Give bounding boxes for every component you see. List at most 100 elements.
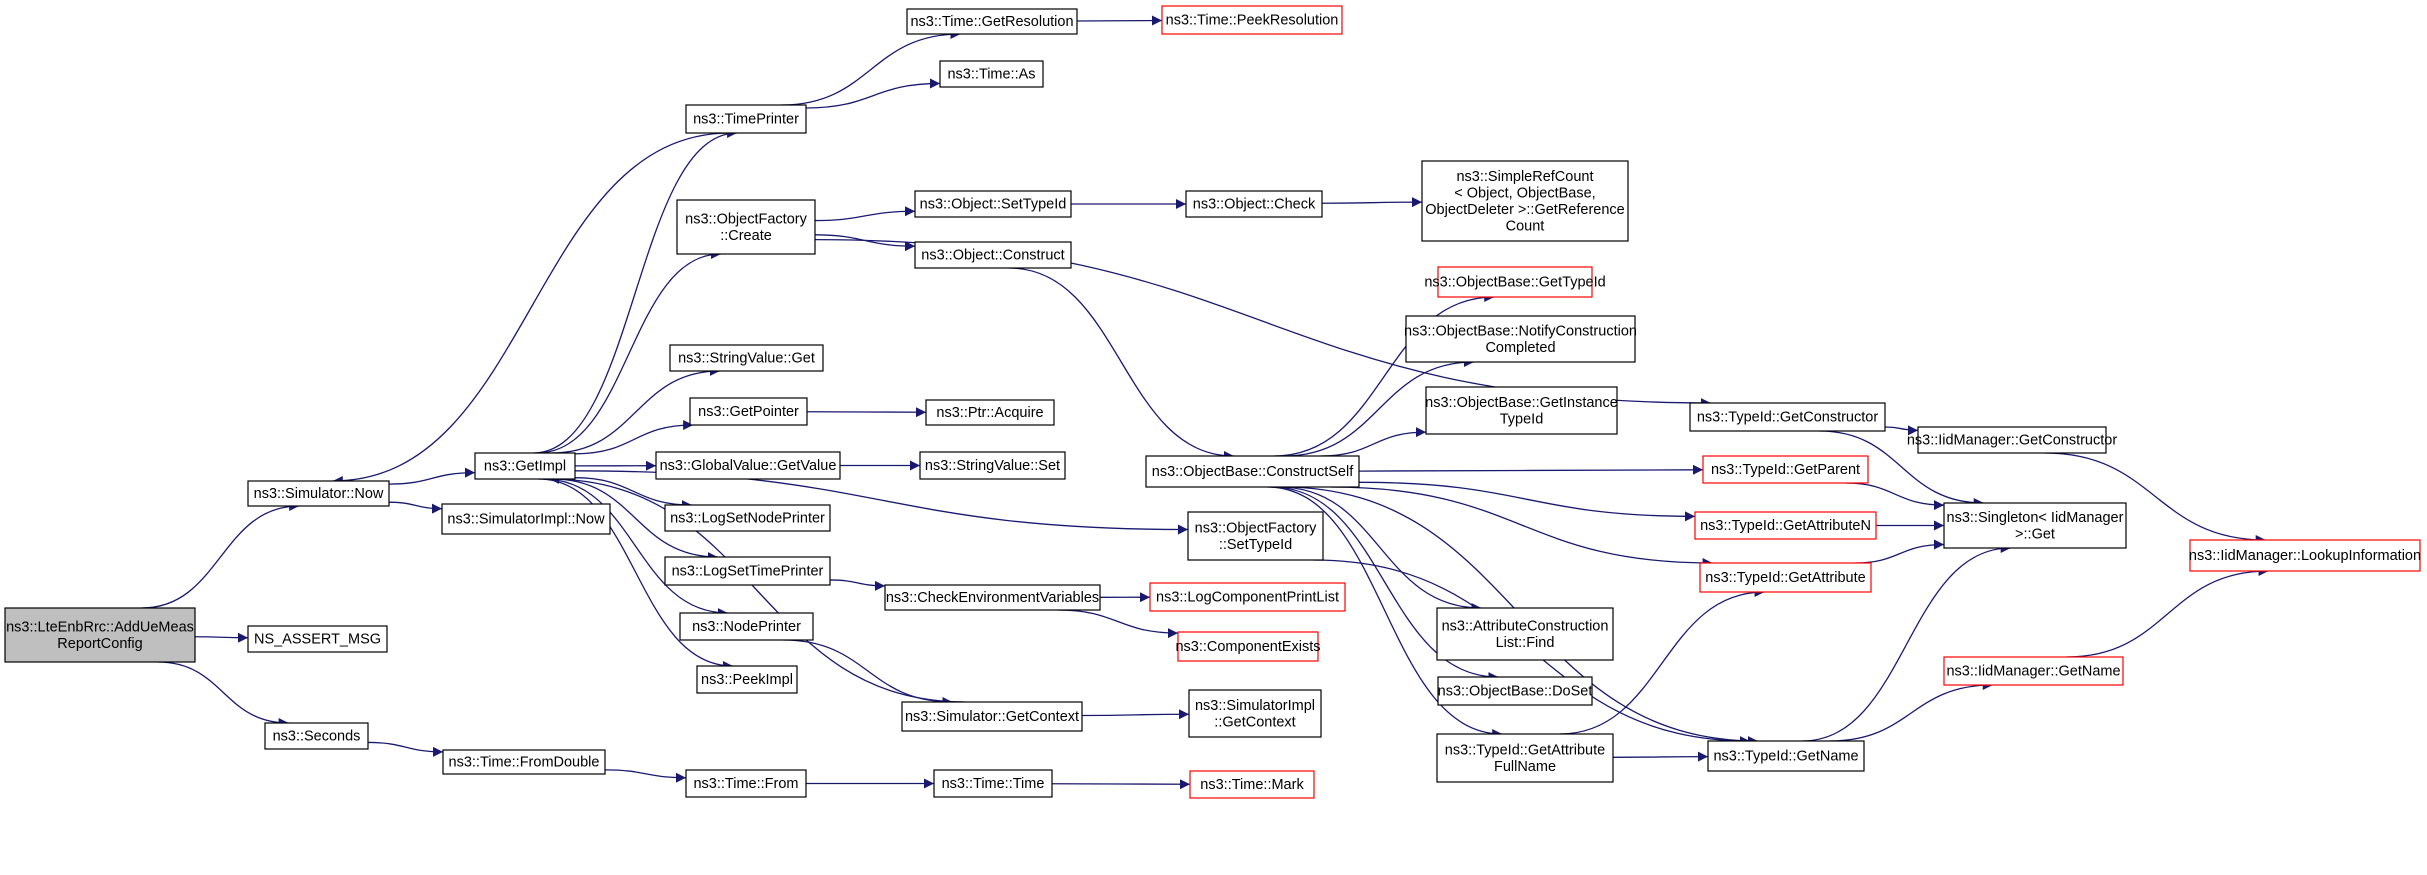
- node-logcomponentprintlist[interactable]: ns3::LogComponentPrintList: [1149, 582, 1346, 612]
- node-objectbase_doset[interactable]: ns3::ObjectBase::DoSet: [1437, 676, 1593, 706]
- node-label-line: ns3::SimulatorImpl: [1195, 698, 1315, 714]
- node-label-line: ns3::StringValue::Set: [925, 458, 1060, 474]
- node-box: [689, 397, 808, 426]
- node-checkenv[interactable]: ns3::CheckEnvironmentVariables: [884, 584, 1101, 611]
- node-label-line: ns3::Simulator::GetContext: [905, 709, 1079, 725]
- node-typeid_getattributen[interactable]: ns3::TypeId::GetAttributeN: [1694, 511, 1877, 540]
- node-objectbase_constructself[interactable]: ns3::ObjectBase::ConstructSelf: [1145, 455, 1360, 488]
- call-edge-iidmanager_getconstructor-to-iidmanager_lookup: [2044, 452, 2266, 545]
- node-getimpl[interactable]: ns3::GetImpl: [474, 452, 576, 480]
- node-stringvalue_get[interactable]: ns3::StringValue::Get: [669, 344, 824, 372]
- node-box: [1189, 770, 1315, 799]
- node-label-line: Completed: [1485, 340, 1555, 356]
- call-edge-typeid_getattributefullname-to-typeid_getattribute: [1559, 587, 1765, 735]
- node-iidmanager_getname[interactable]: ns3::IidManager::GetName: [1943, 656, 2124, 686]
- node-box: [664, 556, 831, 586]
- node-objectbase_gettypeid[interactable]: ns3::ObjectBase::GetTypeId: [1424, 266, 1606, 298]
- node-iidmanager_getconstructor[interactable]: ns3::IidManager::GetConstructor: [1907, 426, 2118, 454]
- node-simimpl_getcontext[interactable]: ns3::SimulatorImpl::GetContext: [1188, 689, 1322, 738]
- node-label-line: ns3::ObjectBase::ConstructSelf: [1152, 464, 1354, 480]
- call-edge-objectbase_constructself-to-objectbase_getinstance: [1320, 427, 1427, 457]
- node-box: [1689, 402, 1886, 432]
- node-logsetnodeprinter[interactable]: ns3::LogSetNodePrinter: [664, 504, 831, 532]
- node-iidmanager_lookup[interactable]: ns3::IidManager::LookupInformation: [2189, 539, 2421, 572]
- node-typeid_getattribute[interactable]: ns3::TypeId::GetAttribute: [1699, 562, 1872, 593]
- call-edge-typeid_getconstructor-to-iidmanager_getconstructor: [1884, 425, 1919, 436]
- node-label-line: ::Create: [720, 228, 772, 244]
- node-label-line: ReportConfig: [57, 636, 142, 652]
- node-fromdouble[interactable]: ns3::Time::FromDouble: [442, 749, 606, 775]
- node-label-line: List::Find: [1496, 635, 1555, 651]
- node-typeid_getconstructor[interactable]: ns3::TypeId::GetConstructor: [1689, 402, 1886, 432]
- node-logsettimeprinter[interactable]: ns3::LogSetTimePrinter: [664, 556, 831, 586]
- node-box: [442, 749, 606, 775]
- node-stringvalue_set[interactable]: ns3::StringValue::Set: [919, 451, 1066, 480]
- node-label-line: ns3::Time::FromDouble: [449, 755, 600, 771]
- node-simplerefcount[interactable]: ns3::SimpleRefCount< Object, ObjectBase,…: [1421, 160, 1629, 242]
- node-label-line: ns3::GlobalValue::GetValue: [660, 458, 837, 474]
- node-typeid_getparent[interactable]: ns3::TypeId::GetParent: [1702, 455, 1869, 484]
- node-box: [664, 504, 831, 532]
- node-globalvalue_getvalue[interactable]: ns3::GlobalValue::GetValue: [655, 451, 841, 480]
- node-label-line: ns3::Time::GetResolution: [910, 14, 1073, 30]
- node-time_mark[interactable]: ns3::Time::Mark: [1189, 770, 1315, 799]
- node-typeid_getname[interactable]: ns3::TypeId::GetName: [1707, 740, 1865, 772]
- call-edge-objectbase_constructself-to-typeid_getattributen: [1358, 481, 1696, 522]
- node-box: [1702, 455, 1869, 484]
- node-box: [939, 60, 1044, 88]
- call-edge-typeid_getparent-to-singleton_get: [1845, 482, 1945, 511]
- call-edge-timeprinter-to-sim_now: [332, 132, 731, 486]
- node-getpointer[interactable]: ns3::GetPointer: [689, 397, 808, 426]
- node-singleton_get[interactable]: ns3::Singleton< IidManager>::Get: [1943, 502, 2127, 549]
- node-box: [1437, 266, 1593, 298]
- node-box: [1185, 190, 1323, 218]
- node-ptr_acquire[interactable]: ns3::Ptr::Acquire: [925, 399, 1055, 426]
- node-box: [1145, 455, 1360, 488]
- node-ns_assert[interactable]: NS_ASSERT_MSG: [247, 625, 388, 653]
- node-time_peekresolution[interactable]: ns3::Time::PeekResolution: [1161, 5, 1343, 35]
- node-label-line: ns3::Time::From: [693, 776, 798, 792]
- node-label-line: ns3::IidManager::LookupInformation: [2189, 548, 2421, 564]
- node-label-line: Count: [1506, 218, 1545, 234]
- node-sim_now[interactable]: ns3::Simulator::Now: [247, 480, 390, 507]
- node-componentexists[interactable]: ns3::ComponentExists: [1175, 631, 1321, 662]
- node-time_as[interactable]: ns3::Time::As: [939, 60, 1044, 88]
- call-edge-getimpl-to-objfactory_create: [537, 249, 722, 454]
- node-simimpl_now[interactable]: ns3::SimulatorImpl::Now: [441, 503, 611, 535]
- node-time_getresolution[interactable]: ns3::Time::GetResolution: [906, 8, 1078, 35]
- node-label-line: FullName: [1494, 759, 1556, 775]
- node-box: [1177, 631, 1319, 662]
- node-sim_getcontext[interactable]: ns3::Simulator::GetContext: [901, 701, 1083, 732]
- call-edge-objectbase_constructself-to-objectbase_gettypeid: [1273, 292, 1495, 457]
- node-time_time[interactable]: ns3::Time::Time: [933, 769, 1053, 798]
- node-object_settypeid[interactable]: ns3::Object::SetTypeId: [914, 190, 1072, 218]
- node-peekimpl[interactable]: ns3::PeekImpl: [696, 665, 798, 694]
- call-edge-object_check-to-simplerefcount: [1321, 197, 1423, 208]
- node-box: [1436, 733, 1614, 783]
- node-nodeprinter[interactable]: ns3::NodePrinter: [679, 612, 814, 641]
- node-time_from[interactable]: ns3::Time::From: [685, 769, 807, 798]
- node-timeprinter[interactable]: ns3::TimePrinter: [685, 104, 807, 134]
- node-box: [4, 607, 196, 663]
- node-seconds[interactable]: ns3::Seconds: [264, 722, 369, 750]
- node-box: [1405, 315, 1636, 363]
- node-objfactory_create[interactable]: ns3::ObjectFactory::Create: [676, 199, 816, 255]
- node-object_check[interactable]: ns3::Object::Check: [1185, 190, 1323, 218]
- node-label-line: ::SetTypeId: [1219, 537, 1292, 553]
- node-object_construct[interactable]: ns3::Object::Construct: [914, 241, 1072, 269]
- call-edge-typeid_getname-to-iidmanager_getname: [1829, 680, 1993, 742]
- node-label-line: ns3::TypeId::GetAttribute: [1705, 570, 1865, 586]
- node-objectbase_notify[interactable]: ns3::ObjectBase::NotifyConstructionCompl…: [1404, 315, 1637, 363]
- call-edge-sim_now-to-simimpl_now: [388, 501, 443, 514]
- node-box: [919, 451, 1066, 480]
- node-box: [247, 480, 390, 507]
- node-objfactory_settypeid[interactable]: ns3::ObjectFactory::SetTypeId: [1187, 511, 1324, 561]
- call-edge-seconds-to-fromdouble: [367, 741, 444, 757]
- node-label-line: NS_ASSERT_MSG: [254, 632, 381, 648]
- node-label-line: ns3::Time::PeekResolution: [1166, 13, 1339, 29]
- call-edge-objfactory_create-to-object_settypeid: [814, 206, 916, 222]
